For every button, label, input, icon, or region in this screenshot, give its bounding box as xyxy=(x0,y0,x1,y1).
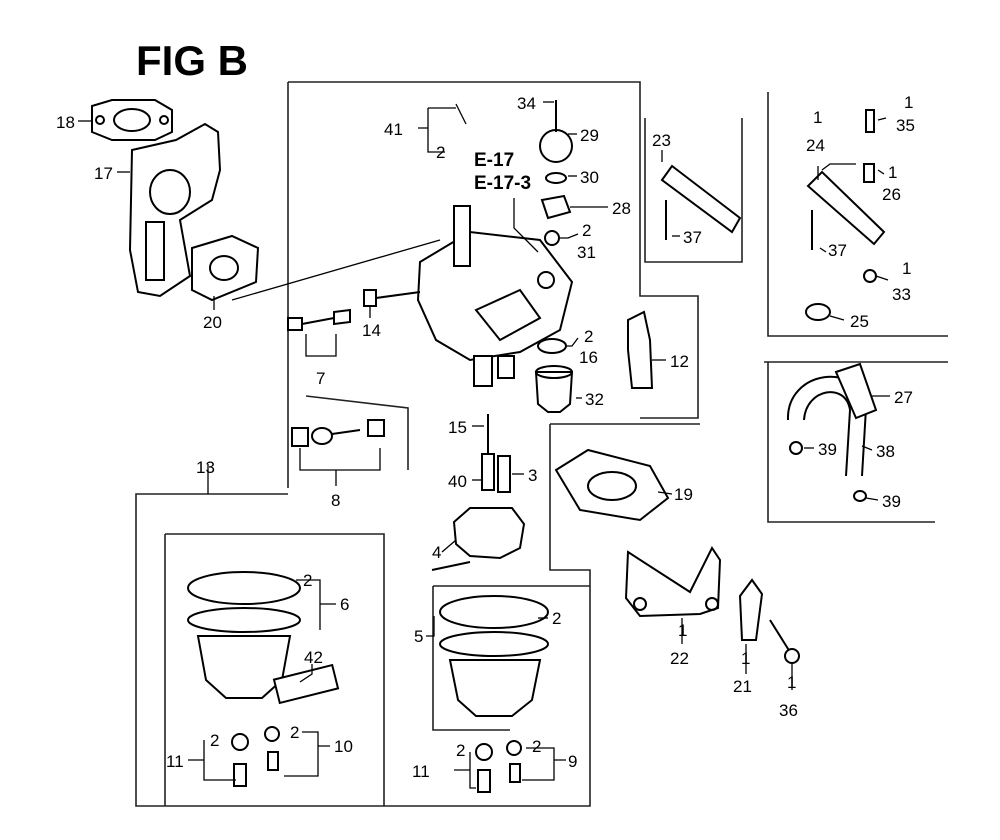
callout-3: 3 xyxy=(528,466,537,485)
callout-38: 38 xyxy=(876,442,895,461)
callout-5-qty: 2 xyxy=(552,609,561,628)
callout-11a-qty: 2 xyxy=(210,731,219,750)
air-screw-14 xyxy=(363,289,421,307)
insulator-bracket-17 xyxy=(128,122,222,298)
callout-19: 19 xyxy=(674,485,693,504)
gasket-18 xyxy=(91,99,173,141)
float-valve-40 xyxy=(481,414,511,493)
callout-36-qty: 1 xyxy=(787,673,796,692)
callout-41-qty: 2 xyxy=(436,143,445,162)
choke-parts xyxy=(539,100,573,246)
callout-21: 21 xyxy=(733,677,752,696)
callout-39a: 39 xyxy=(818,440,837,459)
pilot-screw-7 xyxy=(287,308,351,331)
group-frames xyxy=(135,81,948,807)
callout-25: 25 xyxy=(850,312,869,331)
leader-lines xyxy=(78,101,890,789)
callout-20: 20 xyxy=(203,313,222,332)
callout-36: 36 xyxy=(779,701,798,720)
callout-9-qty: 2 xyxy=(532,737,541,756)
callout-34: 34 xyxy=(517,94,536,113)
callout-24: 24 xyxy=(806,136,825,155)
figure-title: FIG B xyxy=(136,37,248,84)
callout-26: 26 xyxy=(882,185,901,204)
callout-37a: 37 xyxy=(683,228,702,247)
callout-40: 40 xyxy=(448,472,467,491)
reference-e17: E-17 xyxy=(474,150,514,171)
callout-8: 8 xyxy=(331,491,340,510)
carburetor-body xyxy=(416,205,574,387)
callout-9: 9 xyxy=(568,752,577,771)
callout-35-qty: 1 xyxy=(904,93,913,112)
o-ring-16 xyxy=(537,338,567,354)
callout-26-qty: 1 xyxy=(888,163,897,182)
float-chamber-5 xyxy=(439,595,549,793)
main-jet-set-8 xyxy=(291,419,385,447)
bolt-36 xyxy=(769,619,800,664)
fuel-cup-32 xyxy=(534,365,574,413)
callout-23: 23 xyxy=(652,131,671,150)
callout-4: 4 xyxy=(432,543,441,562)
callout-32: 32 xyxy=(585,390,604,409)
callout-41: 41 xyxy=(384,120,403,139)
callout-14: 14 xyxy=(362,321,381,340)
callout-5: 5 xyxy=(414,627,423,646)
callout-33: 33 xyxy=(892,285,911,304)
reference-e17-3: E-17-3 xyxy=(474,173,531,194)
callout-22: 22 xyxy=(670,649,689,668)
callout-6-qty: 2 xyxy=(303,571,312,590)
callout-31: 31 xyxy=(577,243,596,262)
callout-7: 7 xyxy=(316,369,325,388)
callout-22-qty: 1 xyxy=(678,621,687,640)
lever-12 xyxy=(627,310,654,389)
callout-10-qty: 2 xyxy=(290,723,299,742)
callout-27: 27 xyxy=(894,388,913,407)
bracket-22 xyxy=(624,546,722,618)
callout-39b: 39 xyxy=(882,492,901,511)
clamp-21 xyxy=(738,578,764,641)
callout-11b: 11 xyxy=(412,762,430,781)
callout-42: 42 xyxy=(304,648,323,667)
callout-29: 29 xyxy=(580,126,599,145)
callout-15: 15 xyxy=(448,418,467,437)
gasket-20 xyxy=(191,234,441,302)
callout-16-qty: 2 xyxy=(584,327,593,346)
callout-37b: 37 xyxy=(828,241,847,260)
callout-33-qty: 1 xyxy=(902,259,911,278)
callout-16: 16 xyxy=(579,348,598,367)
callout-12: 12 xyxy=(670,352,689,371)
callout-31-qty: 2 xyxy=(582,221,591,240)
callout-24-qty: 1 xyxy=(813,108,822,127)
callout-17: 17 xyxy=(94,164,113,183)
callout-10: 10 xyxy=(334,737,353,756)
callout-30: 30 xyxy=(580,168,599,187)
callout-21-qty: 1 xyxy=(741,649,750,668)
float-chamber-6 xyxy=(187,571,340,787)
callout-35: 35 xyxy=(896,116,915,135)
callout-13: 13 xyxy=(196,458,215,477)
callout-11b-qty: 2 xyxy=(456,741,465,760)
callout-28: 28 xyxy=(612,199,631,218)
callout-6: 6 xyxy=(340,595,349,614)
callout-labels: 18 17 20 41 2 34 29 30 28 2 31 23 37 2 1… xyxy=(56,93,915,781)
gasket-19 xyxy=(554,448,670,522)
callout-11a: 11 xyxy=(166,752,184,771)
callout-18: 18 xyxy=(56,113,75,132)
lever-23 xyxy=(660,164,742,240)
fuel-tube-38 xyxy=(786,362,878,502)
float-4 xyxy=(431,507,526,571)
lever-24 xyxy=(805,109,886,321)
